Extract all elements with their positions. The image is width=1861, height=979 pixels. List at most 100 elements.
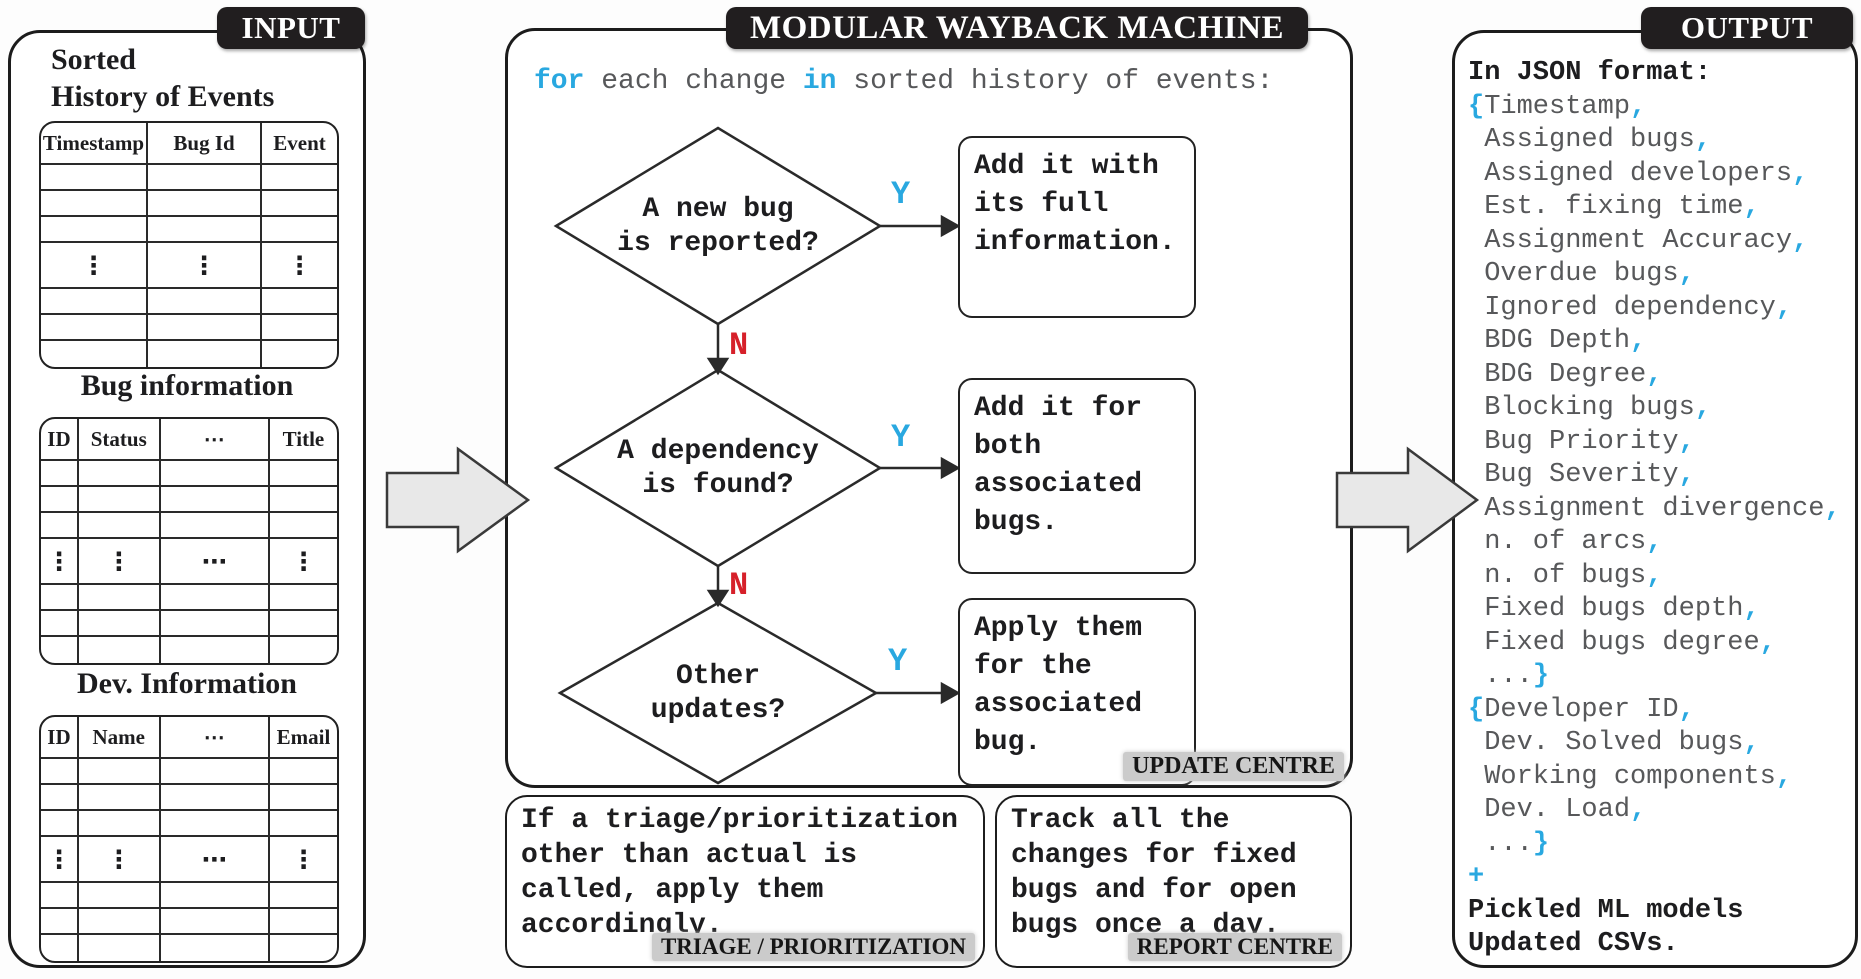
- text-segment: ,: [1743, 594, 1760, 624]
- panel-wayback-machine: MODULAR WAYBACK MACHINE for each change …: [505, 7, 1353, 788]
- text-segment: Developer ID: [1484, 694, 1679, 725]
- output-line: Bug Priority,: [1468, 426, 1854, 460]
- table-cell: [78, 487, 161, 513]
- table-cell: [160, 759, 270, 785]
- text-segment: Bug Severity: [1468, 460, 1679, 490]
- table-cell: [41, 883, 79, 909]
- text-segment: ...: [1468, 661, 1533, 691]
- table-cell: [160, 513, 270, 539]
- text-segment: Overdue bugs: [1468, 259, 1679, 289]
- table-cell: [78, 611, 161, 637]
- column-header: ID: [41, 717, 79, 759]
- decision-label-new-bug: A new bug is reported?: [617, 194, 819, 259]
- table-cell: [160, 785, 270, 811]
- output-line: Working components,: [1468, 761, 1854, 795]
- output-line: Est. fixing time,: [1468, 191, 1854, 225]
- text-segment: ,: [1694, 393, 1712, 423]
- text-segment: ,: [1630, 326, 1647, 356]
- text-segment: ,: [1792, 158, 1809, 189]
- text-segment: each change: [584, 66, 803, 97]
- output-line: ...}: [1468, 660, 1854, 694]
- text-segment: {: [1468, 91, 1485, 122]
- table-cell: [78, 811, 161, 837]
- table-cell: [147, 289, 263, 315]
- decision-label-other-updates: Other updates?: [650, 661, 786, 726]
- text-segment: ,: [1743, 728, 1760, 758]
- table-cell: [78, 785, 161, 811]
- output-line: {Timestamp,: [1468, 91, 1854, 125]
- text-segment: ,: [1678, 460, 1695, 490]
- triage-prioritization-box: If a triage/prioritization other than ac…: [505, 795, 985, 968]
- for-each-change-line: for each change in sorted history of eve…: [534, 67, 1273, 97]
- table-cell: [147, 165, 263, 191]
- output-line: n. of bugs,: [1468, 560, 1854, 594]
- table-cell: [41, 191, 148, 217]
- input-to-machine-arrow: [385, 446, 531, 554]
- table-cell: [148, 341, 263, 367]
- column-header: Bug Id: [147, 123, 263, 165]
- table-cell: [160, 909, 270, 935]
- table-cell: [41, 165, 148, 191]
- output-line: n. of arcs,: [1468, 526, 1854, 560]
- text-segment: for: [534, 66, 585, 97]
- action-box-add-full-info: Add it with its full information.: [958, 136, 1196, 318]
- output-line: Assignment Accuracy,: [1468, 225, 1854, 259]
- output-line: Pickled ML models: [1468, 895, 1854, 929]
- text-segment: {: [1468, 694, 1485, 725]
- table-cell: [41, 341, 148, 367]
- output-line: {Developer ID,: [1468, 694, 1854, 728]
- ellipsis-cell: ⋮: [41, 837, 79, 883]
- ellipsis-cell: ⋮: [78, 539, 161, 585]
- table-cell: [78, 759, 161, 785]
- text-segment: Assigned developers: [1468, 158, 1793, 189]
- text-segment: ...: [1468, 828, 1533, 859]
- output-line: Assignment divergence,: [1468, 493, 1854, 527]
- table-cell: [160, 585, 270, 611]
- text-segment: Blocking bugs: [1468, 393, 1695, 423]
- output-line: Updated CSVs.: [1468, 928, 1854, 962]
- text-segment: Fixed bugs degree: [1468, 627, 1760, 658]
- output-line: Assigned bugs,: [1468, 124, 1854, 158]
- text-segment: Assignment divergence: [1468, 493, 1825, 524]
- wayback-machine-tab: MODULAR WAYBACK MACHINE: [725, 7, 1308, 49]
- text-segment: Bug Priority: [1468, 426, 1679, 457]
- table-cell: [262, 165, 337, 191]
- text-segment: ,: [1678, 259, 1695, 289]
- output-line: Blocking bugs,: [1468, 392, 1854, 426]
- report-centre-box: Track all the changes for fixed bugs and…: [995, 795, 1352, 968]
- triage-text: If a triage/prioritization other than ac…: [521, 805, 958, 941]
- panel-output: OUTPUT In JSON format:{Timestamp, Assign…: [1452, 7, 1858, 968]
- column-header: Timestamp: [41, 123, 148, 165]
- output-line: Dev. Solved bugs,: [1468, 727, 1854, 761]
- yes-label-2: Y: [891, 419, 911, 456]
- table-cell: [41, 759, 79, 785]
- table-cell: [161, 637, 270, 663]
- text-segment: BDG Depth: [1468, 326, 1631, 356]
- table-cell: [41, 217, 148, 243]
- table-cell: [262, 191, 337, 217]
- table-cell: [262, 315, 337, 341]
- text-segment: +: [1468, 862, 1485, 892]
- ellipsis-cell: ⋯: [160, 837, 270, 883]
- text-segment: ,: [1630, 795, 1647, 825]
- table-cell: [269, 585, 337, 611]
- table-cell: [41, 315, 148, 341]
- table-cell: [160, 811, 270, 837]
- arrowhead-right-2: [940, 456, 961, 480]
- output-json-listing: In JSON format:{Timestamp, Assigned bugs…: [1468, 57, 1854, 962]
- column-header: Email: [269, 717, 337, 759]
- ellipsis-cell: ⋮: [78, 837, 161, 883]
- table-cell: [147, 191, 263, 217]
- text-segment: ,: [1759, 627, 1776, 658]
- table-cell: [269, 487, 337, 513]
- text-segment: ,: [1824, 493, 1841, 524]
- table-cell: [41, 909, 79, 935]
- text-segment: Dev. Load: [1468, 795, 1631, 825]
- report-badge: REPORT CENTRE: [1127, 933, 1342, 961]
- output-line: Ignored dependency,: [1468, 292, 1854, 326]
- output-line: Bug Severity,: [1468, 459, 1854, 493]
